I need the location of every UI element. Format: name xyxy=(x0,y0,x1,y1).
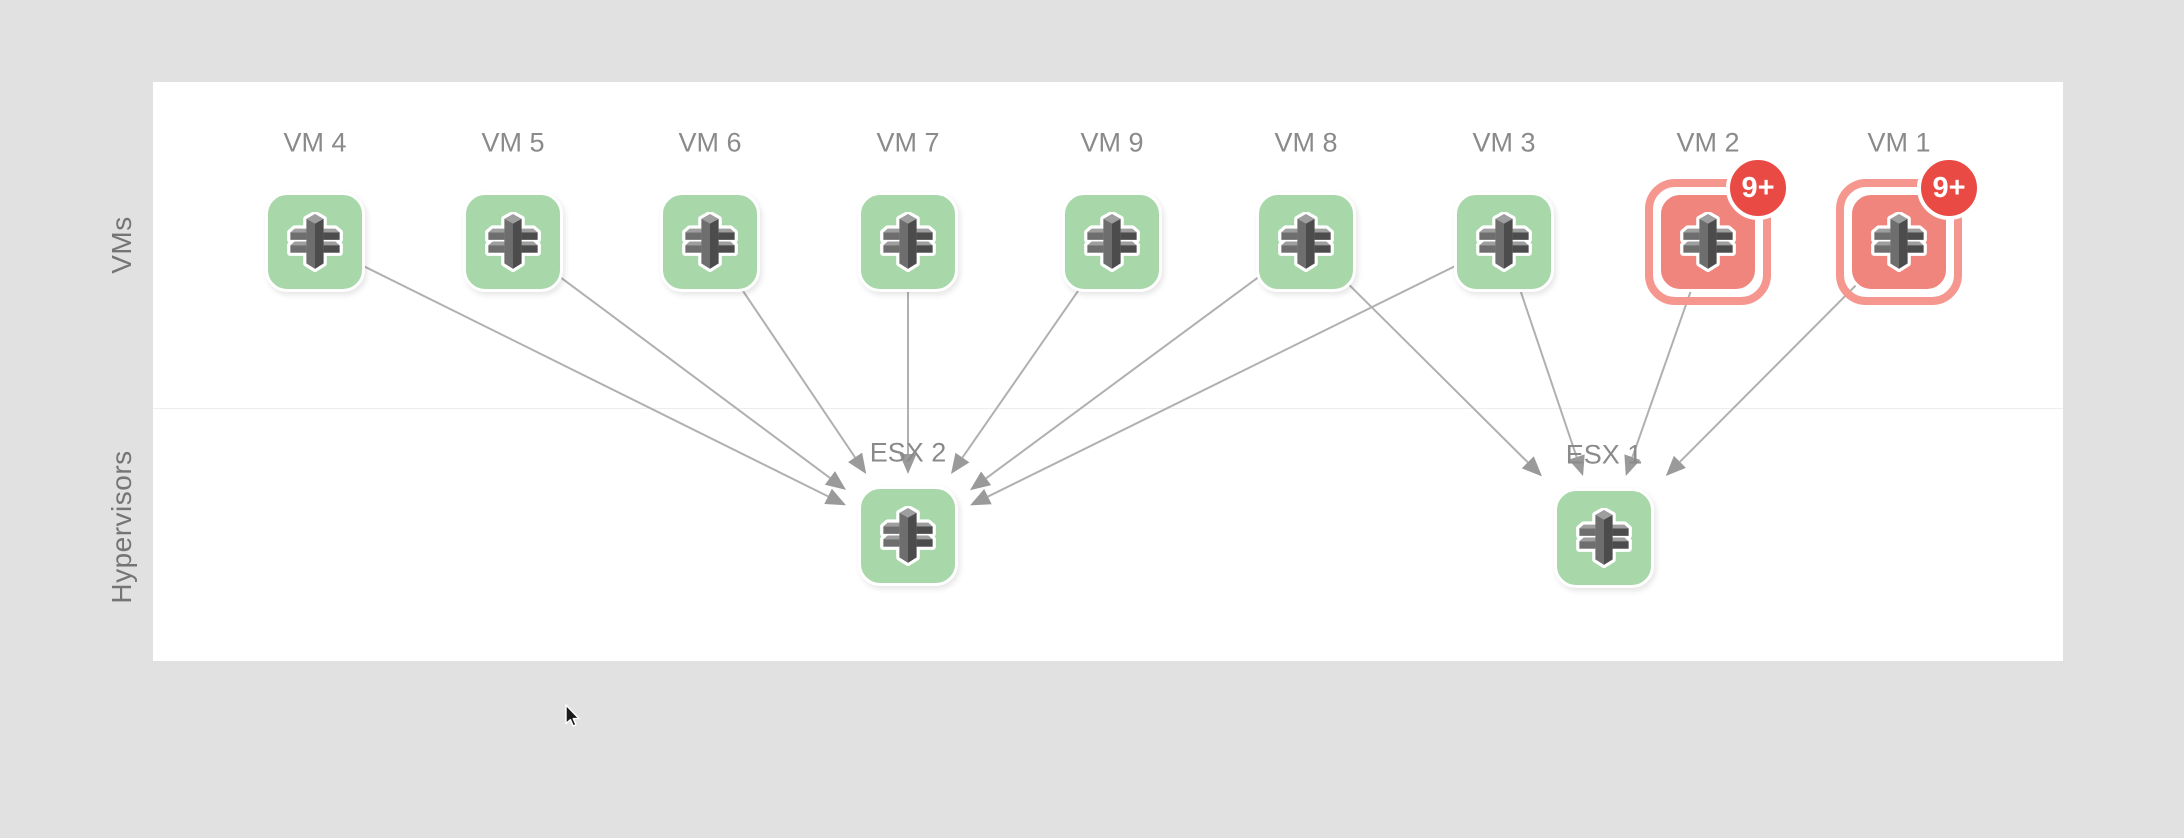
host-cube-icon xyxy=(287,212,343,272)
topology-node-vm4[interactable] xyxy=(265,192,365,292)
edge-arrowhead-vm3-esx1 xyxy=(1568,454,1585,476)
critical-state-ring-vm1 xyxy=(1836,179,1962,305)
node-label-esx1: ESX 1 xyxy=(1565,439,1643,470)
row-divider xyxy=(153,408,2063,409)
node-label-vm9: VM 9 xyxy=(1080,127,1144,158)
topology-node-vm8[interactable] xyxy=(1256,192,1356,292)
topology-node-esx1[interactable] xyxy=(1554,488,1654,588)
topology-node-vm9[interactable] xyxy=(1062,192,1162,292)
edge-line-vm3-esx2 xyxy=(987,241,1505,498)
edge-arrowhead-vm2-esx1 xyxy=(1624,454,1641,476)
node-label-vm7: VM 7 xyxy=(876,127,940,158)
node-label-vm1: VM 1 xyxy=(1867,127,1931,158)
topology-node-vm2[interactable] xyxy=(1658,192,1758,292)
host-cube-icon xyxy=(1576,508,1632,568)
alert-count-badge-vm1[interactable]: 9+ xyxy=(1917,156,1981,220)
edge-arrowhead-vm8-esx2 xyxy=(970,471,992,491)
edge-arrowhead-vm7-esx2 xyxy=(899,454,917,474)
node-label-vm5: VM 5 xyxy=(481,127,545,158)
edge-arrowhead-vm6-esx2 xyxy=(848,452,867,474)
edge-arrowhead-vm8-esx1 xyxy=(1521,456,1542,477)
alert-count-badge-vm2[interactable]: 9+ xyxy=(1726,156,1790,220)
topology-node-vm6[interactable] xyxy=(660,192,760,292)
host-cube-icon xyxy=(880,506,936,566)
edge-arrowhead-vm9-esx2 xyxy=(951,452,970,474)
host-cube-icon xyxy=(1278,212,1334,272)
host-cube-icon xyxy=(1476,212,1532,272)
edge-line-vm5-esx2 xyxy=(512,241,831,479)
node-label-vm8: VM 8 xyxy=(1274,127,1338,158)
node-label-vm4: VM 4 xyxy=(283,127,347,158)
host-cube-icon xyxy=(1680,212,1736,272)
host-cube-icon xyxy=(880,212,936,272)
host-cube-icon xyxy=(1871,212,1927,272)
node-label-esx2: ESX 2 xyxy=(869,437,947,468)
edge-arrowhead-vm4-esx2 xyxy=(824,488,846,506)
host-cube-icon xyxy=(1084,212,1140,272)
mouse-cursor xyxy=(565,704,580,727)
topology-node-vm1[interactable] xyxy=(1849,192,1949,292)
topology-node-vm7[interactable] xyxy=(858,192,958,292)
edge-arrowhead-vm1-esx1 xyxy=(1665,455,1686,476)
edge-line-vm8-esx2 xyxy=(985,241,1307,480)
edge-arrowhead-vm3-esx2 xyxy=(970,488,992,506)
edge-line-vm4-esx2 xyxy=(314,241,829,498)
topology-node-esx2[interactable] xyxy=(858,486,958,586)
host-cube-icon xyxy=(485,212,541,272)
node-label-vm2: VM 2 xyxy=(1676,127,1740,158)
edge-arrowhead-vm5-esx2 xyxy=(824,471,846,490)
node-label-vm6: VM 6 xyxy=(678,127,742,158)
critical-state-ring-vm2 xyxy=(1645,179,1771,305)
topology-node-vm5[interactable] xyxy=(463,192,563,292)
topology-node-vm3[interactable] xyxy=(1454,192,1554,292)
host-cube-icon xyxy=(682,212,738,272)
node-label-vm3: VM 3 xyxy=(1472,127,1536,158)
